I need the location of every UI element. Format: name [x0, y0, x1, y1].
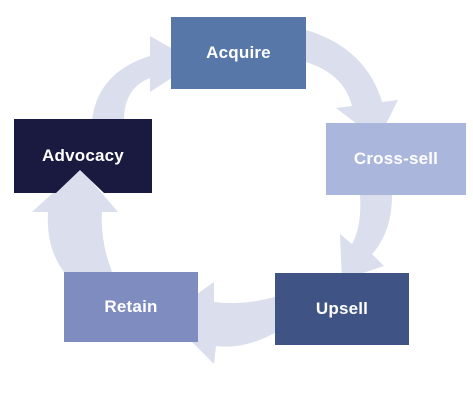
node-advocacy-box: [14, 119, 152, 193]
node-upsell-label: Upsell: [315, 299, 369, 318]
node-advocacy-label: Advocacy: [42, 146, 124, 165]
arrow-acquire-to-crosssell: [306, 30, 398, 140]
node-retain-box: [64, 272, 198, 342]
arrow-retain-to-advocacy: [32, 168, 118, 272]
node-acquire-box: [171, 17, 306, 89]
arrow-advocacy-to-acquire: [92, 36, 196, 120]
arrow-crosssell-to-upsell: [340, 195, 392, 280]
node-retain-label: Retain: [104, 297, 158, 316]
node-crosssell-label: Cross-sell: [353, 149, 439, 168]
node-acquire-label: Acquire: [206, 43, 271, 62]
node-upsell-box: [275, 273, 409, 345]
node-crosssell-box: [326, 123, 466, 195]
